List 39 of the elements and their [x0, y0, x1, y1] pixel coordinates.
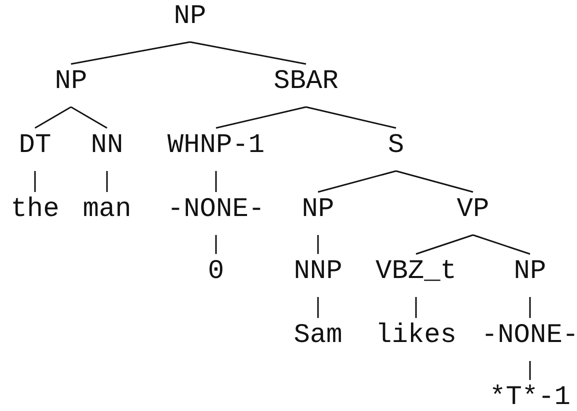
node-label: S: [388, 132, 404, 160]
node-label: -NONE-: [167, 196, 265, 224]
tree-branch: [216, 106, 306, 129]
tree-branch: [34, 106, 72, 129]
node-label: *T*-1: [490, 384, 570, 411]
tree-branch: [529, 297, 531, 318]
tree-branch: [529, 361, 531, 380]
tree-branch: [34, 171, 36, 192]
node-label: likes: [376, 322, 456, 350]
tree-branch: [215, 171, 217, 192]
node-label: NP: [514, 258, 546, 286]
tree-branch: [306, 106, 396, 129]
tree-branch: [416, 234, 474, 255]
node-label: man: [82, 196, 132, 224]
node-label: NP: [54, 68, 88, 96]
node-label: NNP: [294, 258, 342, 286]
node-label: DT: [18, 132, 52, 160]
tree-branch: [318, 170, 396, 193]
tree-branch: [70, 106, 108, 129]
node-label: WHNP-1: [167, 132, 265, 160]
node-label: SBAR: [274, 68, 338, 96]
tree-branch: [317, 297, 319, 318]
tree-branch: [190, 41, 306, 65]
node-label: NP: [302, 196, 334, 224]
tree-branch: [70, 41, 190, 65]
tree-branch: [472, 234, 530, 255]
tree-branch: [415, 297, 417, 318]
node-label: NN: [90, 132, 124, 160]
tree-branch: [215, 235, 217, 254]
tree-branch: [106, 171, 108, 192]
node-label: VBZ_t: [376, 258, 456, 286]
tree-branch: [396, 170, 474, 193]
node-label: -NONE-: [481, 322, 577, 350]
node-label: NP: [174, 3, 206, 31]
node-label: the: [10, 196, 60, 224]
node-label: 0: [208, 258, 224, 286]
node-label: Sam: [294, 322, 342, 350]
node-label: VP: [456, 196, 490, 224]
tree-branch: [317, 235, 319, 254]
